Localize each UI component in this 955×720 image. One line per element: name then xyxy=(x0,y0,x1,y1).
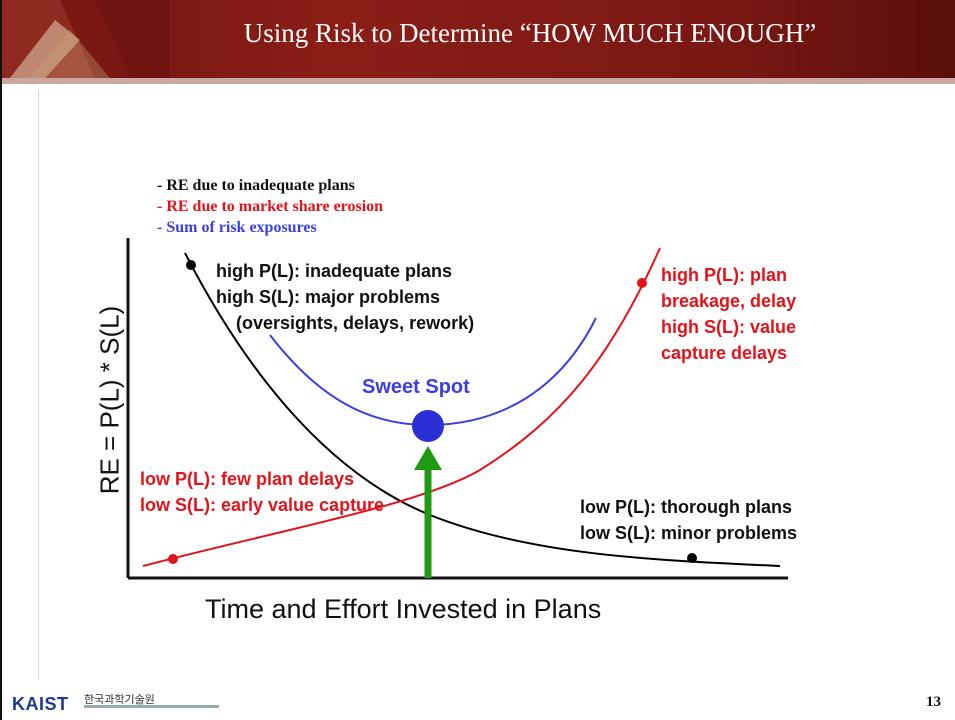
annotation-bottom-right: low P(L): thorough plans low S(L): minor… xyxy=(580,494,797,546)
title-bar: Using Risk to Determine “HOW MUCH ENOUGH… xyxy=(0,0,955,78)
curve-inadequate-plans-end-dot xyxy=(687,553,697,563)
x-axis-label: Time and Effort Invested in Plans xyxy=(205,594,602,624)
curve-market-erosion-end-dot xyxy=(637,278,647,288)
annotation-top-right-line-2: breakage, delay xyxy=(661,291,797,311)
sweet-spot-label: Sweet Spot xyxy=(362,376,470,398)
curve-market-erosion-start-dot xyxy=(168,554,178,564)
kaist-logo-subline xyxy=(84,705,219,708)
slide-title: Using Risk to Determine “HOW MUCH ENOUGH… xyxy=(243,18,817,48)
sweet-spot-marker xyxy=(412,410,444,442)
legend-item-market-erosion: - RE due to market share erosion xyxy=(157,198,384,215)
annotation-bottom-right-line-1: low P(L): thorough plans xyxy=(580,497,792,517)
legend-item-inadequate-plans: - RE due to inadequate plans xyxy=(157,177,355,194)
annotation-top-left: high P(L): inadequate plans high S(L): m… xyxy=(216,258,474,336)
annotation-top-left-line-1: high P(L): inadequate plans xyxy=(216,261,453,281)
footer: KAIST 한국과학기술원 13 xyxy=(0,690,955,720)
kaist-logo: KAIST xyxy=(12,694,69,714)
curve-market-erosion xyxy=(142,247,661,567)
annotation-top-right: high P(L): plan breakage, delay high S(L… xyxy=(661,262,796,366)
legend-item-sum: - Sum of risk exposures xyxy=(157,219,317,236)
annotation-top-right-line-3: high S(L): value xyxy=(661,317,796,337)
annotation-bottom-left-line-2: low S(L): early value capture xyxy=(140,495,385,515)
annotation-top-right-line-4: capture delays xyxy=(661,343,788,363)
sweet-spot-arrow-head xyxy=(414,446,442,470)
title-divider xyxy=(0,78,955,84)
page-number: 13 xyxy=(926,694,941,710)
left-rule xyxy=(38,90,39,680)
annotation-top-right-line-1: high P(L): plan xyxy=(661,265,787,285)
legend: - RE due to inadequate plans - RE due to… xyxy=(157,175,383,238)
title-decoration xyxy=(0,0,170,78)
annotation-bottom-left-line-1: low P(L): few plan delays xyxy=(140,469,355,489)
annotation-bottom-left: low P(L): few plan delays low S(L): earl… xyxy=(140,466,384,518)
annotation-bottom-right-line-2: low S(L): minor problems xyxy=(580,523,798,543)
kaist-korean-name: 한국과학기술원 xyxy=(84,693,155,706)
annotation-top-left-line-3: (oversights, delays, rework) xyxy=(236,313,475,333)
curve-inadequate-plans-start-dot xyxy=(186,260,196,270)
annotation-top-left-line-2: high S(L): major problems xyxy=(216,287,441,307)
